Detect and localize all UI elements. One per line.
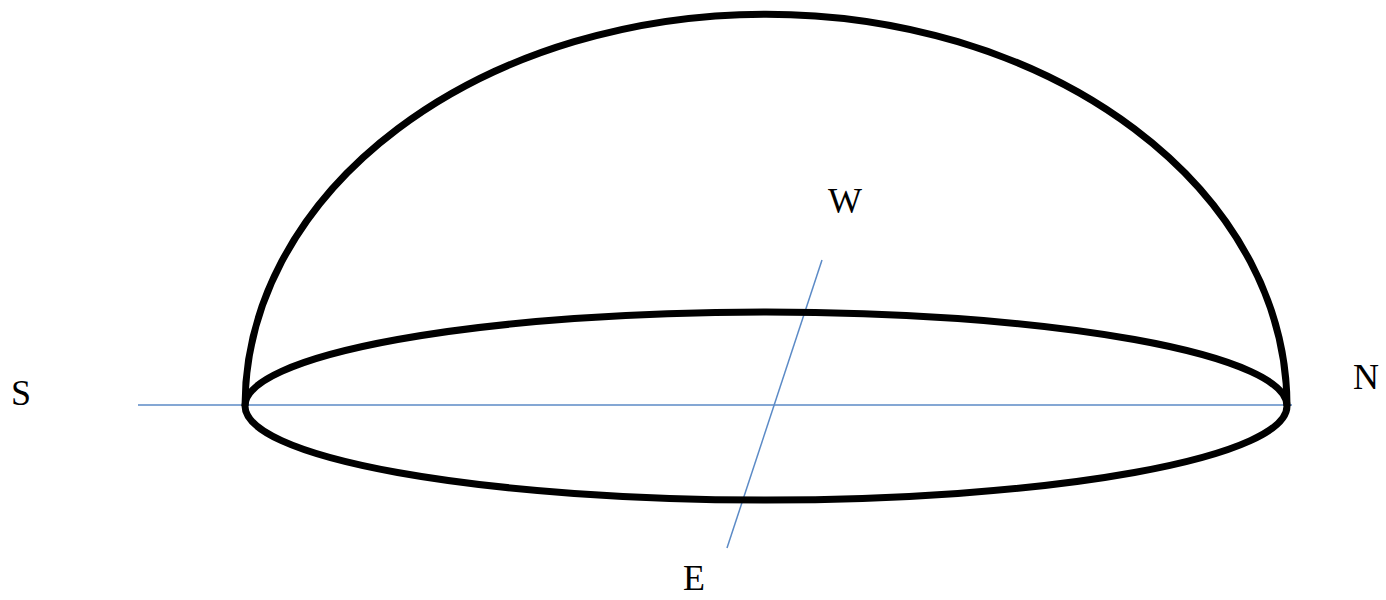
horizon-ellipse — [245, 312, 1287, 500]
direction-label: E — [683, 560, 705, 596]
direction-label: W — [828, 183, 862, 219]
direction-label: N — [1353, 359, 1379, 395]
direction-label: S — [11, 375, 31, 411]
east-west-axis — [727, 260, 822, 548]
sky-dome — [245, 14, 1287, 406]
south-north-axis — [138, 404, 1292, 406]
